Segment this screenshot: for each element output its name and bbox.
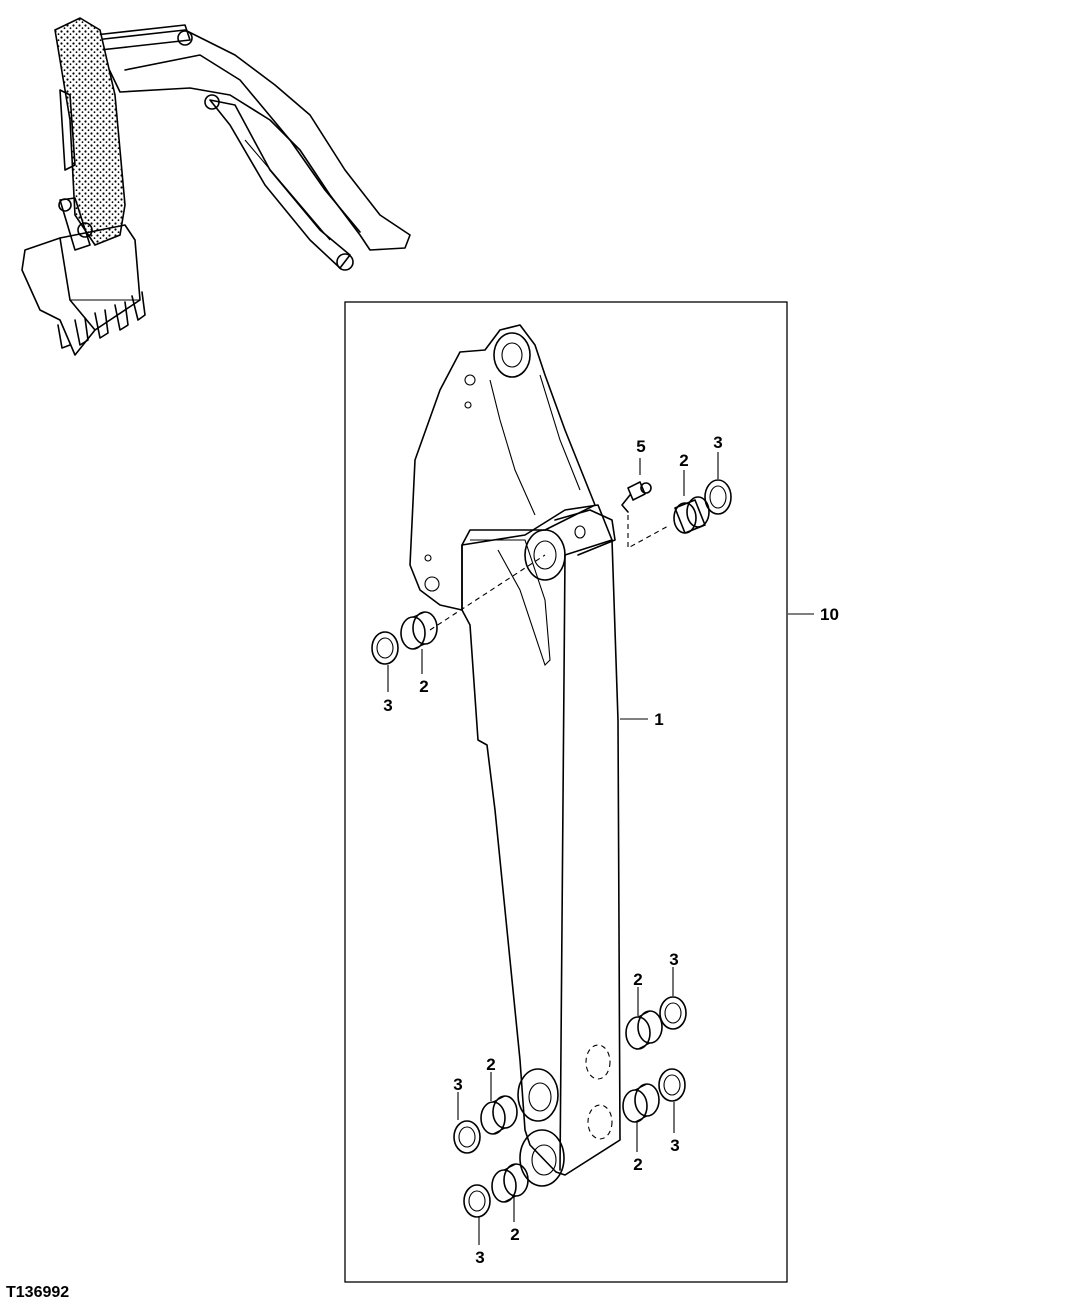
callout-2-upper-left: 2 xyxy=(419,677,428,696)
callout-3-upper-left: 3 xyxy=(383,696,392,715)
callout-3-lower-right-upper: 3 xyxy=(669,950,678,969)
excavator-inset-illustration xyxy=(21,17,411,356)
bushing-lower-left-upper xyxy=(480,1095,518,1135)
callout-3-lower-right-lower: 3 xyxy=(670,1136,679,1155)
grease-fitting xyxy=(621,458,652,513)
seal-upper-right xyxy=(704,479,732,515)
callout-2-lower-left-lower: 2 xyxy=(510,1225,519,1244)
callout-2-lower-right-upper: 2 xyxy=(633,970,642,989)
bushing-upper-right xyxy=(673,496,710,534)
assembly-frame xyxy=(344,301,788,1283)
arm-part xyxy=(409,324,621,1187)
callout-5: 5 xyxy=(636,437,645,456)
pin-centerline-upper-right xyxy=(627,515,671,549)
callout-1: 1 xyxy=(654,710,663,729)
callout-2-upper-right: 2 xyxy=(679,451,688,470)
callout-2-lower-left-upper: 2 xyxy=(486,1055,495,1074)
callout-10: 10 xyxy=(820,605,839,624)
callout-3-lower-left-upper: 3 xyxy=(453,1075,462,1094)
pin-centerline-upper-left xyxy=(429,554,546,631)
bushing-lower-right-lower xyxy=(622,1083,660,1123)
seal-lower-left-upper xyxy=(453,1120,481,1154)
callout-3-lower-left-lower: 3 xyxy=(475,1248,484,1267)
seal-lower-left-lower xyxy=(463,1184,491,1218)
callout-3-upper-right: 3 xyxy=(713,433,722,452)
leader-lines xyxy=(387,452,814,1245)
callout-2-lower-right-lower: 2 xyxy=(633,1155,642,1174)
seal-lower-right-upper xyxy=(659,996,687,1030)
figure-id: T136992 xyxy=(6,1284,69,1300)
seal-upper-left xyxy=(371,631,399,665)
seal-lower-right-lower xyxy=(658,1068,686,1102)
bushing-upper-left xyxy=(400,611,438,650)
bushing-lower-right-upper xyxy=(625,1010,663,1050)
